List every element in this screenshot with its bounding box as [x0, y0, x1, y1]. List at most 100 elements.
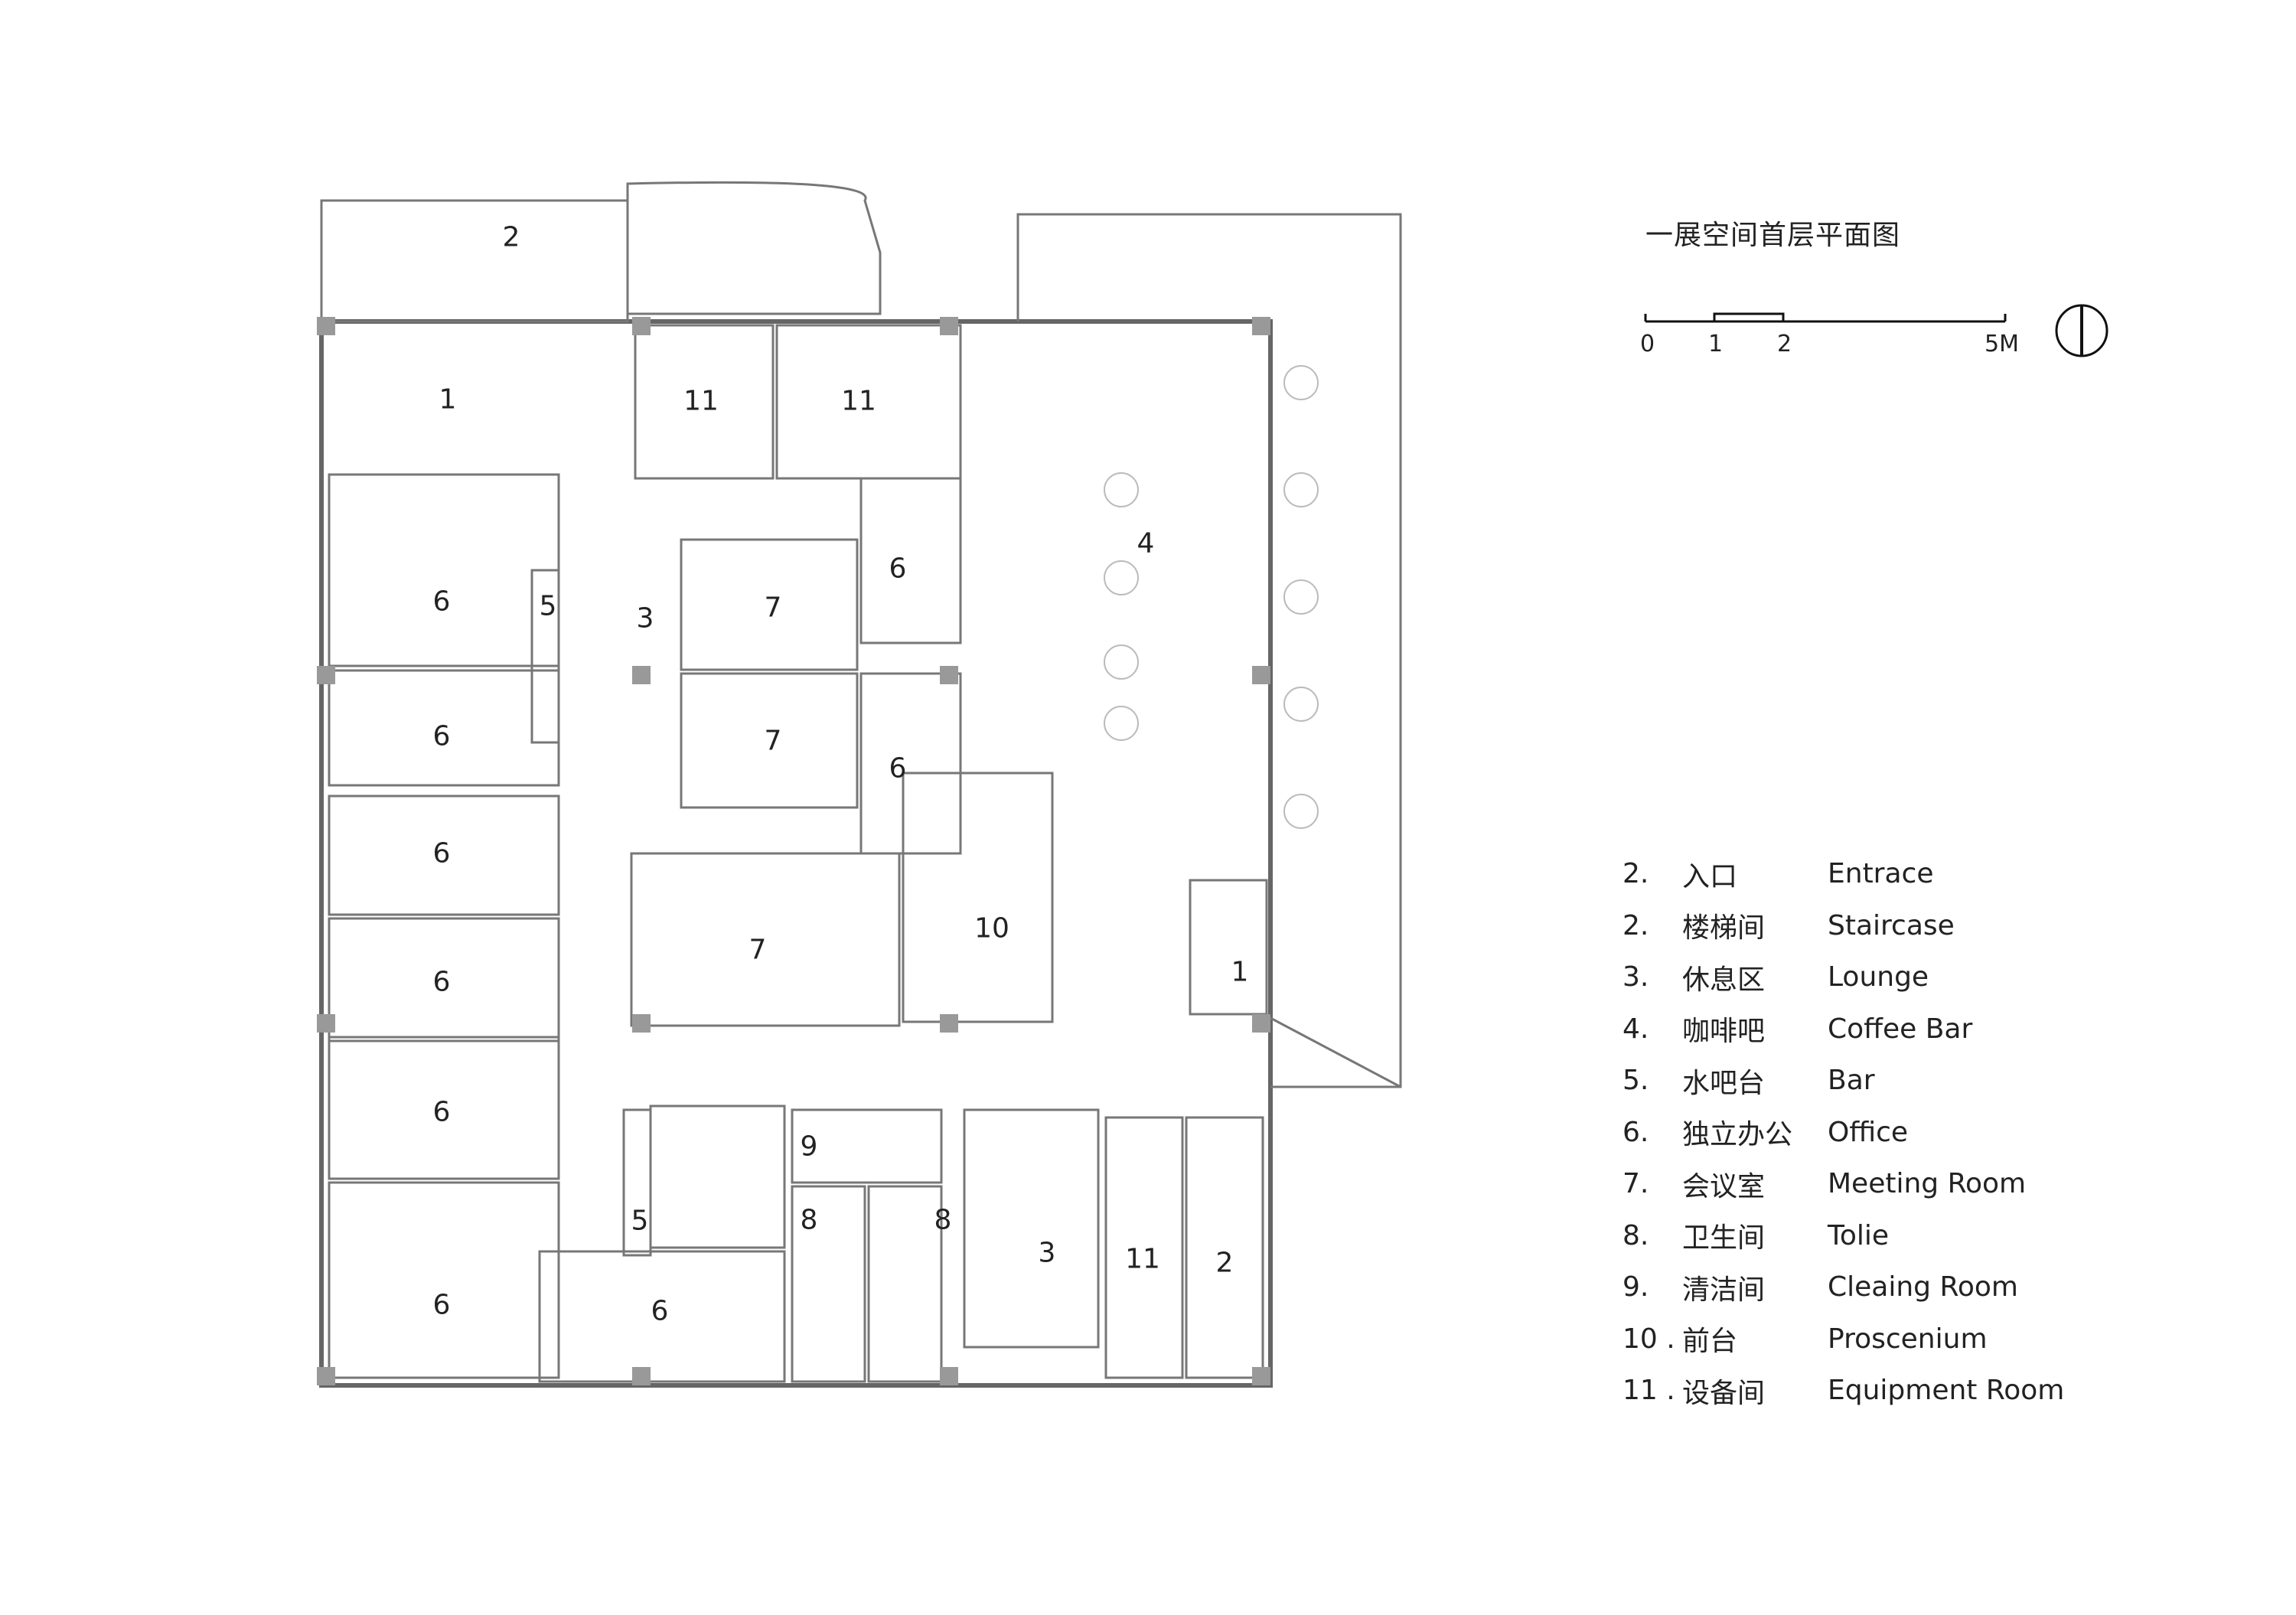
toilet-2	[867, 1185, 943, 1383]
legend-number: 2.	[1623, 909, 1649, 941]
office-3	[328, 794, 560, 916]
equipment-room-1	[634, 324, 775, 480]
building-outline	[319, 319, 1273, 1388]
room-number-4: 4	[1137, 527, 1155, 560]
room-number-6: 6	[889, 752, 907, 785]
legend-english: Bar	[1828, 1065, 1875, 1097]
legend-english: Office	[1828, 1116, 1909, 1148]
legend-chinese: 卫生间	[1682, 1222, 1766, 1254]
legend-item: 9. 清洁间 Cleaing Room	[1623, 1261, 2064, 1313]
legend-chinese: 休息区	[1682, 964, 1766, 996]
legend-number: 9.	[1623, 1271, 1649, 1303]
scale-label-5m: 5M	[1985, 331, 2019, 357]
room-number-6: 6	[432, 720, 451, 752]
legend-number: 5.	[1623, 1065, 1649, 1097]
equipment-room-3	[1104, 1116, 1184, 1379]
room-number-1: 1	[1231, 956, 1249, 988]
room-number-6: 6	[432, 1096, 451, 1128]
office-6	[328, 1181, 560, 1379]
legend-item: 8. 卫生间 Tolie	[1623, 1210, 2064, 1262]
legend-item: 4. 咖啡吧 Coffee Bar	[1623, 1003, 2064, 1055]
legend-chinese: 独立办公	[1682, 1119, 1793, 1151]
meeting-room-3	[630, 852, 901, 1027]
legend-number: 6.	[1623, 1116, 1649, 1148]
room-number-8: 8	[934, 1204, 952, 1236]
legend-chinese: 前台	[1682, 1326, 1738, 1358]
room-number-6: 6	[651, 1295, 669, 1327]
room-number-7: 7	[764, 725, 782, 757]
legend-item: 7. 会议室 Meeting Room	[1623, 1158, 2064, 1210]
scale-label-2: 2	[1777, 331, 1792, 357]
office-9	[859, 672, 962, 855]
legend-number: 2.	[1623, 858, 1649, 890]
north-arrow-icon	[2055, 304, 2108, 357]
east-terrace-ramp	[1270, 1016, 1401, 1088]
staircase-south	[1185, 1116, 1264, 1379]
room-number-7: 7	[748, 934, 767, 966]
legend-english: Meeting Room	[1828, 1168, 2027, 1200]
legend-chinese: 会议室	[1682, 1170, 1766, 1202]
legend-item: 3. 休息区 Lounge	[1623, 951, 2064, 1003]
meeting-room-1	[680, 538, 859, 671]
legend-english: Proscenium	[1828, 1323, 1988, 1355]
scale-label-0: 0	[1640, 331, 1655, 357]
legend-english: Tolie	[1828, 1219, 1890, 1251]
room-number-11: 11	[683, 385, 719, 417]
legend-item: 6. 独立办公 Office	[1623, 1107, 2064, 1159]
room-number-6: 6	[889, 553, 907, 585]
legend-english: Equipment Room	[1828, 1375, 2065, 1407]
room-number-2: 2	[502, 221, 520, 253]
legend-english: Cleaing Room	[1828, 1271, 2018, 1303]
room-number-6: 6	[432, 837, 451, 869]
cleaning-room	[791, 1108, 943, 1184]
legend-chinese: 清洁间	[1682, 1274, 1766, 1306]
room-number-10: 10	[974, 912, 1009, 945]
room-number-5: 5	[539, 590, 557, 622]
room-number-11: 11	[841, 385, 876, 417]
office-10	[649, 1104, 786, 1249]
office-4	[328, 917, 560, 1042]
legend-number: 3.	[1623, 961, 1649, 993]
north-planter-terrace	[626, 181, 882, 315]
toilet-1	[791, 1185, 866, 1383]
legend-item: 2. 入口 Entrace	[1623, 848, 2064, 900]
legend-chinese: 水吧台	[1682, 1067, 1766, 1099]
office-1	[328, 473, 560, 667]
legend-number: 4.	[1623, 1013, 1649, 1045]
diagram-title: 一展空间首层平面图	[1645, 220, 1901, 251]
north-entrance-porch	[320, 199, 629, 323]
room-number-9: 9	[800, 1130, 818, 1163]
legend-number: 8.	[1623, 1219, 1649, 1251]
water-bar-2	[622, 1108, 652, 1257]
office-7	[538, 1250, 786, 1383]
structural-columns	[317, 317, 1270, 1385]
east-terrace	[1016, 213, 1402, 1088]
office-5	[328, 1036, 560, 1180]
lounge-south	[963, 1108, 1100, 1349]
office-8	[859, 477, 962, 644]
legend-number: 7.	[1623, 1168, 1649, 1200]
room-number-11: 11	[1125, 1243, 1160, 1275]
legend-english: Entrace	[1828, 858, 1934, 890]
water-bar	[530, 569, 560, 744]
room-number-3: 3	[636, 602, 654, 635]
legend-chinese: 咖啡吧	[1682, 1016, 1766, 1048]
room-number-7: 7	[764, 592, 782, 624]
reception	[902, 772, 1054, 1023]
room-number-8: 8	[800, 1204, 818, 1236]
equipment-room-2	[775, 324, 962, 480]
coffee-bar-tables	[1104, 365, 1319, 829]
scale-bar	[1644, 304, 2108, 357]
room-number-2: 2	[1215, 1247, 1234, 1279]
legend-english: Staircase	[1828, 909, 1955, 941]
legend-english: Coffee Bar	[1828, 1013, 1973, 1045]
scale-label-1: 1	[1708, 331, 1724, 357]
legend-english: Lounge	[1828, 961, 1929, 993]
legend-chinese: 入口	[1682, 860, 1738, 892]
room-number-6: 6	[432, 586, 451, 618]
room-number-6: 6	[432, 1289, 451, 1321]
